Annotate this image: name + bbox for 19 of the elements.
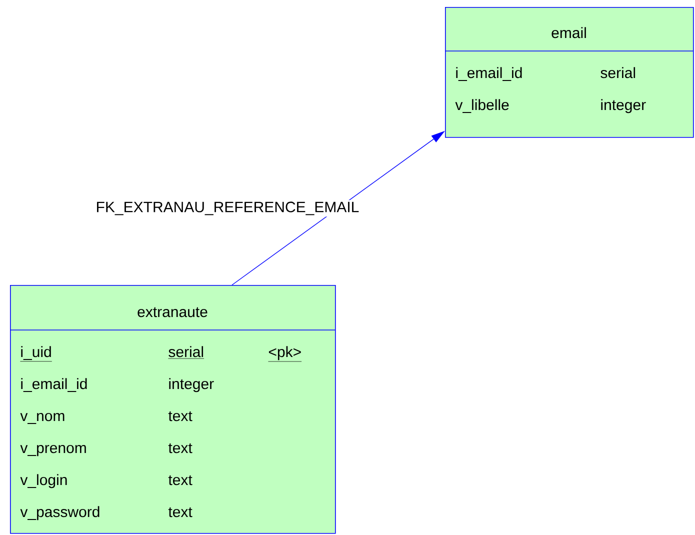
column-type: text — [168, 475, 192, 486]
column-name: i_email_id — [456, 67, 522, 81]
column-name: v_password — [20, 506, 100, 520]
column-name: i_email_id — [21, 378, 87, 392]
column-type: text — [168, 411, 192, 422]
column-type: integer — [601, 99, 646, 114]
column-type: serial — [168, 346, 204, 359]
edge-label: FK_EXTRANAU_REFERENCE_EMAIL — [94, 200, 361, 217]
column-type: text — [168, 443, 192, 454]
column-name: v_prenom — [20, 444, 86, 456]
table-title: extranaute — [138, 307, 208, 318]
column-name: i_uid — [20, 346, 52, 362]
column-name: v_login — [20, 474, 67, 488]
column-name: v_nom — [20, 412, 64, 424]
column-type: integer — [169, 378, 214, 392]
column-type: serial — [600, 67, 636, 78]
column-name: v_libelle — [455, 99, 509, 113]
table-title: email — [552, 27, 586, 38]
column-type: text — [168, 507, 192, 518]
